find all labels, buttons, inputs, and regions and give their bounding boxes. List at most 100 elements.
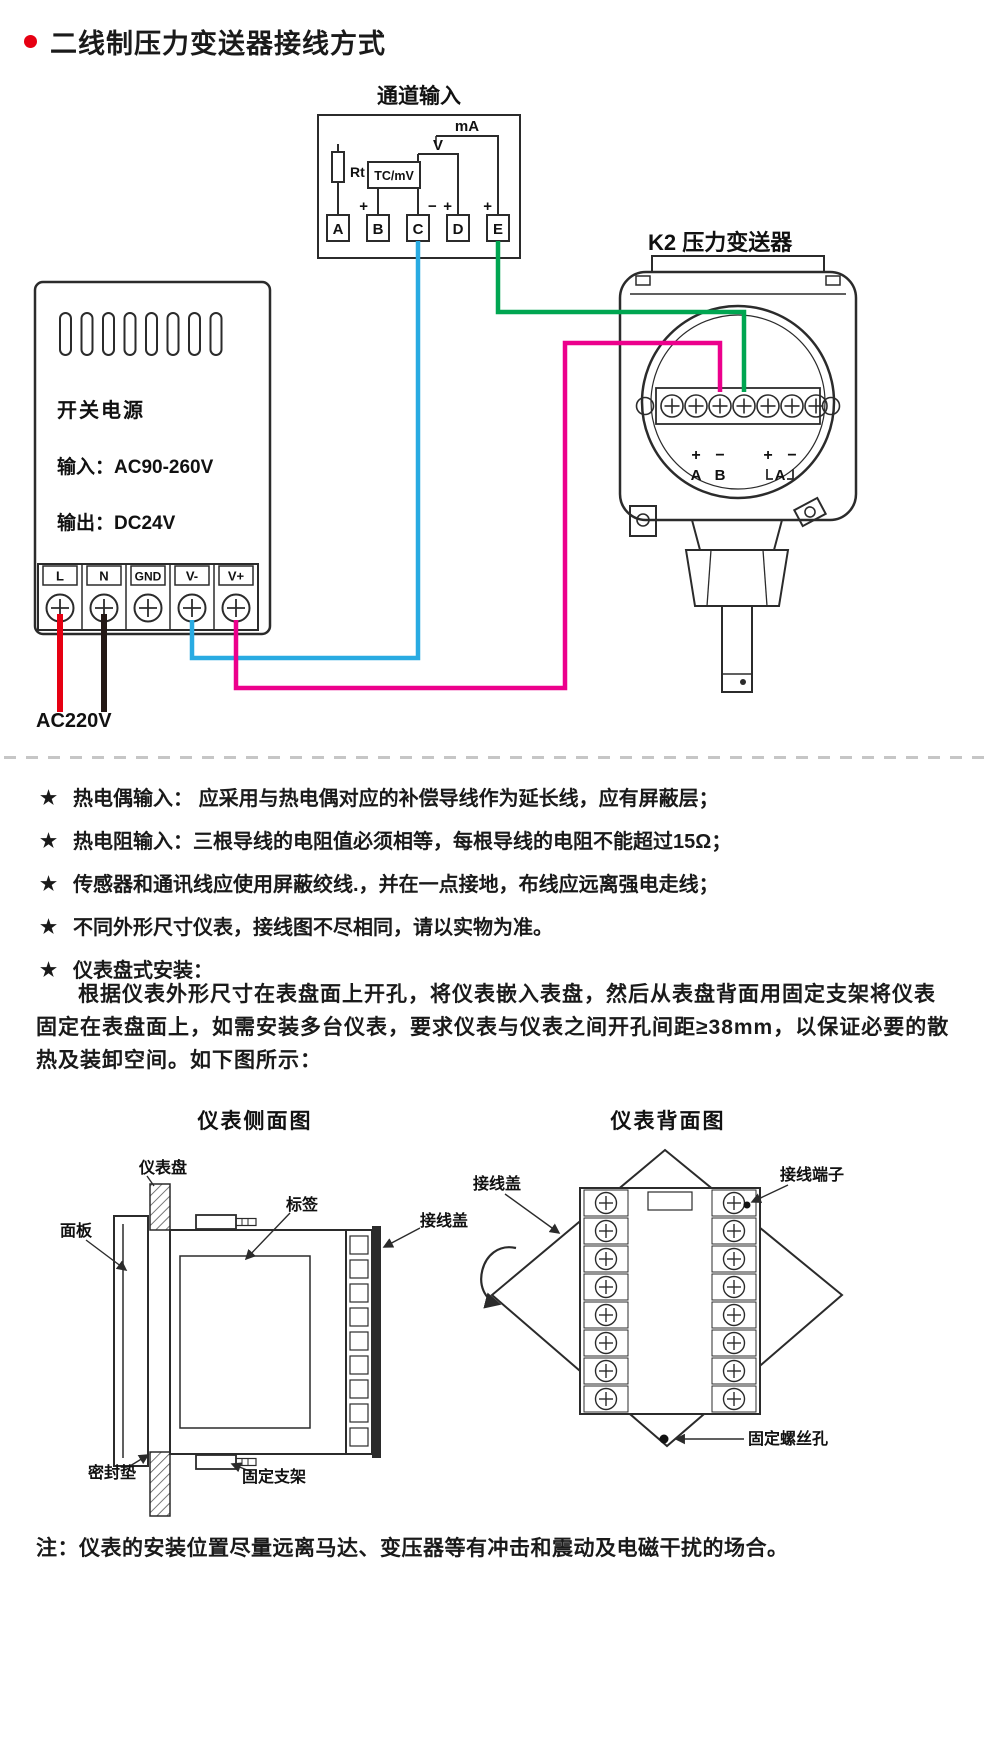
note-text: 热电阻输入：三根导线的电阻值必须相等，每根导线的电阻不能超过15Ω； [73, 831, 732, 853]
panel-wall-top [149, 1183, 171, 1231]
note-text: 仪表盘式安装： [73, 960, 214, 982]
section-divider [4, 756, 986, 759]
transmitter-screws [635, 394, 841, 418]
installation-diagrams-svg: 仪表侧面图 仪表盘 面板 标签 接线盖 密封垫 固定支架 [60, 1109, 844, 1517]
front-bezel [113, 1215, 149, 1467]
power-terminal-vminus: V- [186, 569, 198, 584]
label-gasket: 密封垫 [87, 1463, 136, 1482]
channel-terminal-c: C [413, 221, 424, 238]
wire-signal-magenta [233, 340, 723, 691]
transmitter-side-bolt [792, 496, 828, 528]
panel-wall-bottom [149, 1451, 171, 1517]
label-wiring-cover-side: 接线盖 [420, 1211, 468, 1230]
install-paragraph: 根据仪表外形尺寸在表盘面上开孔，将仪表嵌入表盘，然后从表盘背面用固定支架将仪表固… [36, 983, 950, 1072]
back-view-leader-lines [504, 1184, 789, 1445]
transmitter-labels: K2 压力变送器 + − + − A B A [648, 230, 797, 484]
channel-terminal-d: D [453, 221, 464, 238]
terminal-cells [583, 1189, 757, 1413]
sign-plus-d: + [443, 198, 452, 215]
power-output: 输出：DC24V [57, 511, 176, 534]
label-panel-board: 仪表盘 [138, 1158, 187, 1177]
transmitter-sign-0: + [691, 447, 700, 464]
star-icon: ★ [40, 788, 58, 809]
power-terminal-label-boxes [42, 565, 254, 586]
transmitter-sign-1: − [715, 447, 724, 464]
rotation-arrow [480, 1246, 517, 1309]
channel-terminal-a: A [333, 221, 344, 238]
transmitter-pipe [721, 605, 753, 693]
power-name: 开关电源 [57, 398, 145, 422]
top-clamp-screw [195, 1214, 257, 1230]
note-text: 传感器和通讯线应使用屏蔽绞线.，并在一点接地，布线应远离强电走线； [73, 874, 719, 896]
power-terminal-gnd: GND [135, 570, 162, 584]
note-item: ★ 仪表盘式安装： [40, 958, 970, 984]
label-front-panel: 面板 [60, 1221, 93, 1240]
vent-slots [59, 312, 223, 356]
label-bracket: 固定支架 [242, 1467, 306, 1486]
pressure-transmitter [618, 255, 858, 693]
transmitter-label-b: B [715, 467, 726, 484]
back-view-title: 仪表背面图 [610, 1109, 726, 1133]
power-supply-body [33, 280, 272, 636]
transmitter-title: K2 压力变送器 [648, 230, 793, 255]
v-label: V [433, 137, 443, 154]
notes-list: ★ 热电偶输入： 应采用与热电偶对应的补偿导线作为延长线，应有屏蔽层； ★ 热电… [40, 786, 970, 1001]
page-title: 二线制压力变送器接线方式 [50, 29, 386, 59]
channel-terminal-box [326, 214, 350, 242]
terminal-dot [743, 1201, 751, 1209]
sign-plus-e: + [483, 198, 492, 215]
star-icon: ★ [40, 831, 58, 852]
side-view-leader-lines [85, 1175, 421, 1473]
screw-hole-dot [659, 1434, 669, 1444]
note-item: ★ 传感器和通讯线应使用屏蔽绞线.，并在一点接地，布线应远离强电走线； [40, 872, 970, 898]
transmitter-sign-3: − [787, 447, 796, 464]
transmitter-label-a: A [691, 467, 702, 484]
power-input: 输入：AC90-260V [57, 455, 214, 478]
wire-signal-green [495, 241, 747, 392]
wire-signal-blue [189, 241, 421, 661]
back-view: 仪表背面图 接线盖 接线端子 固定螺丝孔 [473, 1109, 844, 1448]
rear-cover-bar [372, 1226, 381, 1458]
side-view-labels: 仪表侧面图 仪表盘 面板 标签 接线盖 密封垫 固定支架 [60, 1109, 468, 1486]
rt-resistor-symbol [331, 151, 345, 183]
tcmv-box [367, 161, 421, 189]
note-item: ★ 不同外形尺寸仪表，接线图不尽相同，请以实物为准。 [40, 915, 970, 941]
red-bullet-icon [24, 35, 37, 48]
power-terminal-screws [45, 593, 251, 623]
rt-label: Rt [350, 164, 365, 180]
label-tag: 标签 [285, 1195, 319, 1214]
note-text: 热电偶输入： 应采用与热电偶对应的补偿导线作为延长线，应有屏蔽层； [73, 788, 719, 810]
tcmv-label: TC/mV [374, 169, 414, 183]
power-supply-labels: 开关电源 输入：AC90-260V 输出：DC24V L N GND V- V+… [36, 398, 245, 732]
star-icon: ★ [40, 960, 58, 981]
channel-terminal-box [366, 214, 390, 242]
label-screw-hole: 固定螺丝孔 [748, 1429, 828, 1448]
back-view-dots [659, 1201, 751, 1444]
channel-terminal-e: E [493, 221, 503, 238]
instrument-body [169, 1229, 347, 1455]
sign-plus-b: + [359, 198, 368, 215]
sign-minus-c: − [428, 198, 437, 215]
transmitter-face [640, 304, 836, 500]
ac220v-label: AC220V [36, 710, 112, 732]
power-terminal-n: N [99, 569, 108, 584]
transmitter-label-a2: A [775, 467, 786, 484]
transmitter-cap [651, 255, 825, 273]
side-view: 仪表侧面图 仪表盘 面板 标签 接线盖 密封垫 固定支架 [60, 1109, 468, 1517]
channel-input-title: 通道输入 [377, 84, 461, 108]
footer-note: 注：仪表的安装位置尽量远离马达、变压器等有冲击和震动及电磁干扰的场合。 [36, 1537, 789, 1560]
channel-terminal-b: B [373, 221, 384, 238]
back-view-drawing [480, 1148, 844, 1448]
back-view-labels: 仪表背面图 接线盖 接线端子 固定螺丝孔 [473, 1109, 844, 1448]
instrument-label-area [179, 1255, 311, 1429]
back-terminal-block [579, 1187, 761, 1415]
wires [57, 241, 747, 712]
power-supply-module [33, 280, 272, 636]
note-text: 不同外形尺寸仪表，接线图不尽相同，请以实物为准。 [73, 917, 554, 939]
back-terminal-screws [594, 1191, 746, 1411]
transmitter-sign-2: + [763, 447, 772, 464]
channel-terminal-box [446, 214, 470, 242]
star-icon: ★ [40, 917, 58, 938]
transmitter-hex-nut [684, 549, 790, 607]
label-terminal: 接线端子 [780, 1165, 844, 1184]
